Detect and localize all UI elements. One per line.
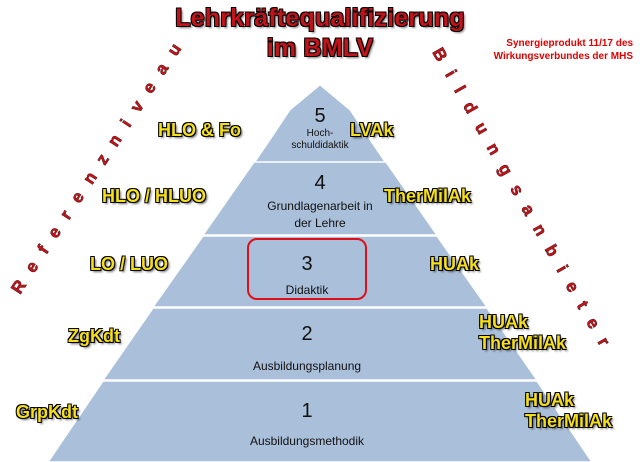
level-4-reference-level: HLO / HLUO [102,186,206,206]
level-1-text-line: Ausbildungsmethodik [249,434,365,448]
level-4-provider: TherMilAk [384,186,471,207]
level-1-number: 1 [301,400,313,422]
provider-name: TherMilAk [525,411,613,431]
provider-name: HUAk [479,312,529,332]
pyramid-level-3 [151,235,489,308]
level-2-text: Ausbildungsplanung [217,358,397,374]
pyramid-level-1 [47,380,593,462]
level-4-text: Grundlagenarbeit in der Lehre [230,198,410,232]
highlight-frame [247,238,367,300]
provider-name: HUAk [525,390,575,410]
level-5-text: Hoch-schuldidaktik [230,128,410,152]
provider-name: HUAk [430,254,480,274]
level-1-text: Ausbildungsmethodik [217,433,397,449]
level-5-number: 5 [314,105,326,127]
level-5-text-line: schuldidaktik [291,140,349,151]
level-3-reference-level: LO / LUO [90,254,168,274]
pyramid-level-4 [201,161,439,236]
synergy-note-line-2: Wirkungsverbundes der MHS [493,51,633,62]
level-4-number: 4 [314,172,326,194]
provider-name: TherMilAk [479,333,567,353]
provider-name: LVAk [350,120,394,140]
pyramid-level-2 [101,307,539,381]
level-5-provider: LVAk [350,120,393,141]
synergy-note-line-1: Synergieprodukt 11/17 des [506,38,633,49]
provider-name: TherMilAk [384,186,472,206]
level-3-provider: HUAk [430,254,479,275]
level-2-reference-level: ZgKdt [68,326,120,346]
title-line-1: Lehrkräftequalifizierung [175,4,465,32]
level-5-text-line: Hoch- [306,128,334,139]
level-3-number: 3 [301,253,313,275]
level-1-reference-level: GrpKdt [16,402,78,422]
level-4-text-line: Grundlagenarbeit in [267,199,373,213]
level-2-text-line: Ausbildungsplanung [252,359,362,373]
level-4-text-line: der Lehre [294,216,346,230]
level-3-text: Didaktik [217,282,397,298]
level-2-number: 2 [301,323,313,345]
title-line-2: im BMLV [266,34,374,62]
level-3-text-line: Didaktik [285,283,329,297]
level-5-reference-level: HLO & Fo [158,120,241,140]
